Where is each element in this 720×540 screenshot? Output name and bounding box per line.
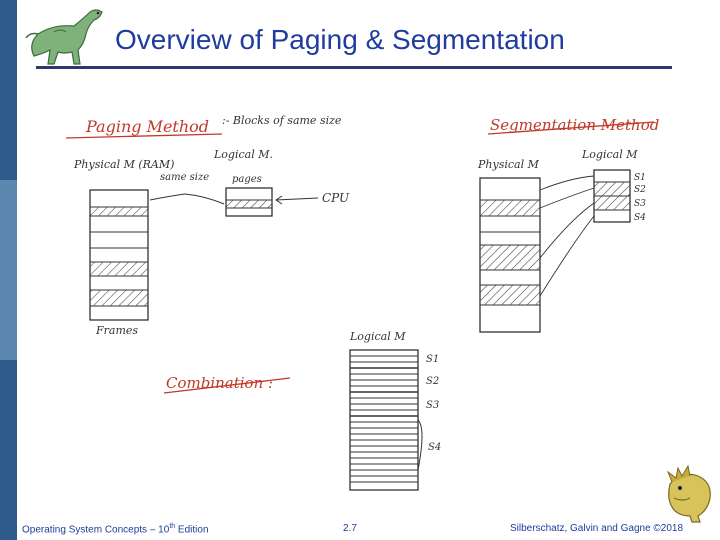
combo-logical-memory-box bbox=[349, 349, 419, 491]
combo-s1-label: S1 bbox=[426, 354, 439, 365]
paging-frame-hatched-2 bbox=[90, 262, 148, 276]
seg-s2-label: S2 bbox=[634, 185, 646, 195]
footer-authors: Silberschatz, Galvin and Gagne ©2018 bbox=[510, 523, 684, 534]
seg-s3-label: S3 bbox=[634, 199, 646, 209]
dinosaur-logo-icon bbox=[25, 9, 103, 65]
dinosaur-mascot-icon bbox=[666, 464, 711, 523]
pages-label: pages bbox=[232, 174, 262, 185]
combo-s4-label: S4 bbox=[428, 442, 441, 453]
combination-label: Combination : bbox=[166, 374, 273, 392]
physical-memory-label: Physical M (RAM) bbox=[73, 158, 174, 171]
paging-physical-memory-box bbox=[89, 189, 149, 321]
combo-s3-label: S3 bbox=[426, 400, 439, 411]
paging-note: :- Blocks of same size bbox=[222, 114, 342, 127]
segmentation-heading: Segmentation Method bbox=[490, 116, 659, 134]
sidebar-segment-top bbox=[0, 0, 17, 180]
title-underline bbox=[36, 66, 672, 69]
seg-s4-label: S4 bbox=[634, 213, 646, 223]
combo-logical-label: Logical M bbox=[349, 330, 406, 343]
paging-frame-hatched-1 bbox=[90, 207, 148, 216]
slide-title: Overview of Paging & Segmentation bbox=[115, 24, 565, 55]
footer-book-title: Operating System Concepts – 10th Edition bbox=[22, 523, 209, 536]
sidebar-segment-bottom bbox=[0, 360, 17, 540]
logical-memory-label: Logical M. bbox=[213, 148, 273, 161]
sidebar-segment-middle bbox=[0, 180, 17, 360]
cpu-label: CPU bbox=[322, 191, 350, 205]
seg-physical-label: Physical M bbox=[477, 158, 540, 171]
left-sidebar-stripe bbox=[0, 0, 17, 540]
same-size-label: same size bbox=[160, 172, 209, 183]
footer-page-number: 2.7 bbox=[343, 523, 357, 534]
seg-logical-label: Logical M bbox=[581, 148, 638, 161]
combo-s2-label: S2 bbox=[426, 376, 439, 387]
paging-frame-hatched-3 bbox=[90, 290, 148, 306]
paging-heading: Paging Method bbox=[85, 117, 209, 136]
seg-s1-label: S1 bbox=[634, 173, 646, 183]
frames-label: Frames bbox=[95, 324, 138, 337]
